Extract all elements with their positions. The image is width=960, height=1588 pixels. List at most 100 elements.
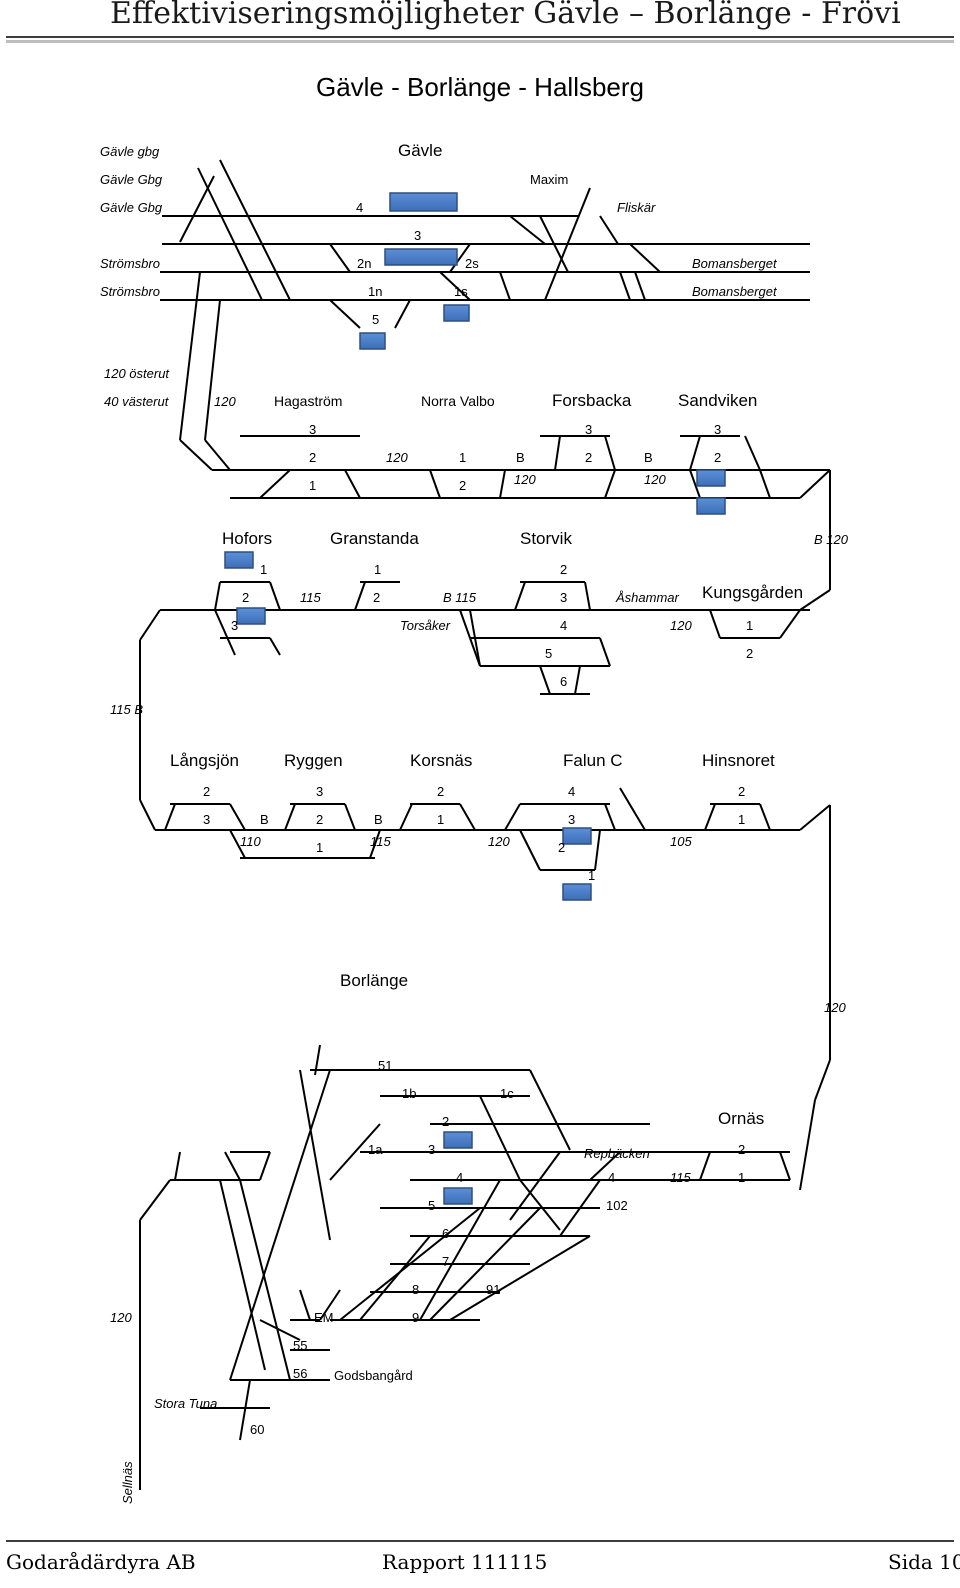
speed-label: 115 <box>670 1170 691 1185</box>
speed-label: 120 <box>670 618 692 633</box>
track-segment <box>594 829 601 871</box>
track-segment <box>369 829 381 859</box>
track-segment <box>584 581 591 611</box>
track-label: 1 <box>738 1170 745 1185</box>
station-label: Borlänge <box>340 971 408 990</box>
speed-label: 120 <box>644 472 666 487</box>
platforms <box>224 192 726 1205</box>
track-segment <box>359 1235 431 1321</box>
track-label: 3 <box>203 812 210 827</box>
footer-rule <box>6 1540 954 1542</box>
track-segment <box>314 1044 321 1076</box>
speed-label: 115 B <box>110 702 143 717</box>
track-segment <box>204 439 231 471</box>
track-segment <box>619 787 646 831</box>
track-segment <box>759 803 771 831</box>
track-segment <box>619 271 631 301</box>
track-label: 2 <box>242 590 249 605</box>
place-label: 120 österut <box>104 366 170 381</box>
track-segment <box>779 1151 791 1181</box>
track-segment <box>599 215 619 245</box>
speed-label: 115 <box>300 590 321 605</box>
track-label: 4 <box>560 618 567 633</box>
diagram-title: Gävle - Borlänge - Hallsberg <box>316 72 644 102</box>
track-segment <box>344 469 361 499</box>
track-segment <box>439 271 471 301</box>
track-segment <box>354 581 366 611</box>
track-segment <box>709 609 721 639</box>
track-segment <box>269 581 281 611</box>
track-segment <box>449 1235 591 1321</box>
platform <box>236 607 266 625</box>
header-rule-shadow <box>6 40 954 43</box>
track-segment <box>224 1151 241 1181</box>
track-label: 2 <box>373 590 380 605</box>
track-segment <box>319 1289 341 1321</box>
speed-label: 105 <box>670 834 692 849</box>
track-segment <box>269 637 281 656</box>
track-segment <box>699 1151 711 1181</box>
track-segment <box>219 159 291 301</box>
page-title: Effektiviseringsmöjligheter Gävle – Borl… <box>110 0 901 31</box>
track-segment <box>759 469 771 499</box>
track-label: 1 <box>374 562 381 577</box>
track-label: 2 <box>558 840 565 855</box>
track-segment <box>399 803 413 831</box>
track-segment <box>589 1151 621 1181</box>
track-segment <box>544 187 591 301</box>
track-label: 2 <box>738 1142 745 1157</box>
track-segment <box>554 435 561 471</box>
track-segment <box>344 803 356 831</box>
track-segment <box>259 469 291 499</box>
track-segment <box>779 609 801 639</box>
track-label: 7 <box>442 1254 449 1269</box>
track-segment <box>329 299 361 329</box>
track-label: 6 <box>442 1226 449 1241</box>
platform <box>224 551 254 569</box>
track-label: 1 <box>260 562 267 577</box>
track-segment <box>799 469 831 499</box>
speed-label: 120 <box>824 1000 846 1015</box>
station-label: Falun C <box>563 751 623 770</box>
place-label: Sellnäs <box>120 1461 135 1504</box>
track-label: 1a <box>368 1142 383 1157</box>
place-label: Gävle Gbg <box>100 172 163 187</box>
track-label: 3 <box>316 784 323 799</box>
track-label: 1 <box>746 618 753 633</box>
track-label: 3 <box>231 618 238 633</box>
track-label: 3 <box>428 1142 435 1157</box>
track-segment <box>429 469 441 499</box>
track-label: 1 <box>316 840 323 855</box>
track-segment <box>799 1099 816 1191</box>
track-label: B <box>260 812 269 827</box>
track-label: 2 <box>746 646 753 661</box>
place-label: Bomansberget <box>692 284 778 299</box>
track-label: 1 <box>437 812 444 827</box>
track-label: 2s <box>465 256 479 271</box>
speed-label: 120 <box>110 1310 132 1325</box>
track-label: 8 <box>412 1282 419 1297</box>
track-label: 2 <box>309 450 316 465</box>
station-label: Ornäs <box>718 1109 764 1128</box>
track-label: 3 <box>585 422 592 437</box>
speed-label: 120 <box>488 834 510 849</box>
track-label: 91 <box>486 1282 500 1297</box>
platform <box>443 1131 473 1149</box>
track-label: 3 <box>568 812 575 827</box>
track-segment <box>634 271 646 301</box>
track-segment <box>499 469 506 499</box>
track-segment <box>599 637 611 667</box>
track-segment <box>629 243 661 273</box>
track-segment <box>744 435 761 471</box>
track-segment <box>394 299 411 329</box>
track-segment <box>219 1179 266 1371</box>
track-segment <box>509 215 546 245</box>
track-segment <box>329 1123 381 1181</box>
track-label: 51 <box>378 1058 392 1073</box>
track-label: 2 <box>316 812 323 827</box>
track-segment <box>514 581 526 611</box>
track-segment <box>504 803 521 831</box>
track-segment <box>704 803 716 831</box>
platform <box>443 304 470 322</box>
